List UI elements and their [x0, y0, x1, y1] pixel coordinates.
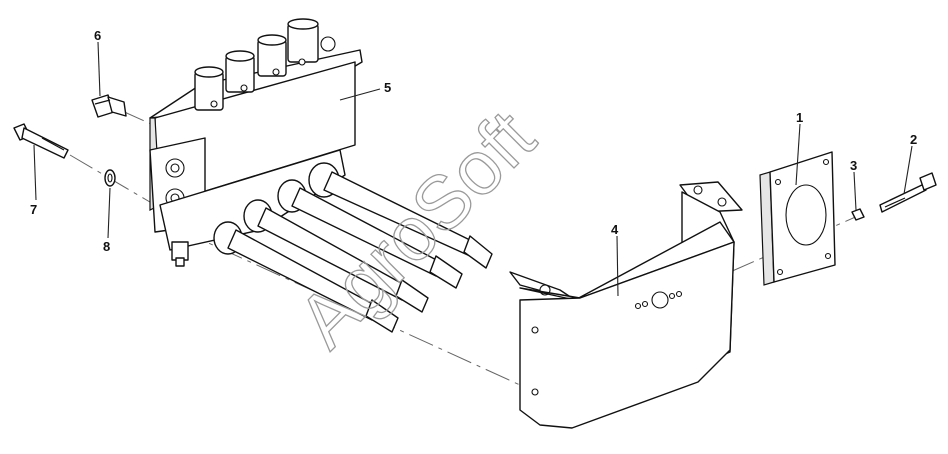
- spool-lever-2: [243, 199, 429, 313]
- callout-1: 1: [796, 110, 803, 125]
- callout-labels: 1 2 3 4 5 6 7 8: [30, 28, 917, 254]
- washer: [104, 169, 116, 187]
- callout-8: 8: [103, 239, 110, 254]
- leader-lines: [33, 41, 913, 297]
- solenoid-3: [257, 34, 287, 77]
- callout-3: 3: [850, 158, 857, 173]
- long-bolt: [13, 123, 69, 159]
- callout-6: 6: [94, 28, 101, 43]
- callout-7: 7: [30, 202, 37, 217]
- mounting-bracket: [509, 181, 743, 429]
- callout-2: 2: [910, 132, 917, 147]
- spool-lever-3: [277, 179, 463, 289]
- solenoid-2: [225, 50, 255, 93]
- mounting-plate: [759, 151, 836, 286]
- callout-5: 5: [384, 80, 391, 95]
- callout-4: 4: [611, 222, 619, 237]
- control-valve-assembly: [149, 18, 493, 333]
- nut: [851, 208, 865, 221]
- hydraulic-fitting: [91, 94, 127, 118]
- solenoid-4: [287, 18, 336, 66]
- spool-lever-4: [308, 162, 493, 269]
- spool-lever-1: [213, 221, 399, 333]
- solenoid-1: [194, 66, 224, 111]
- short-bolt: [879, 172, 937, 213]
